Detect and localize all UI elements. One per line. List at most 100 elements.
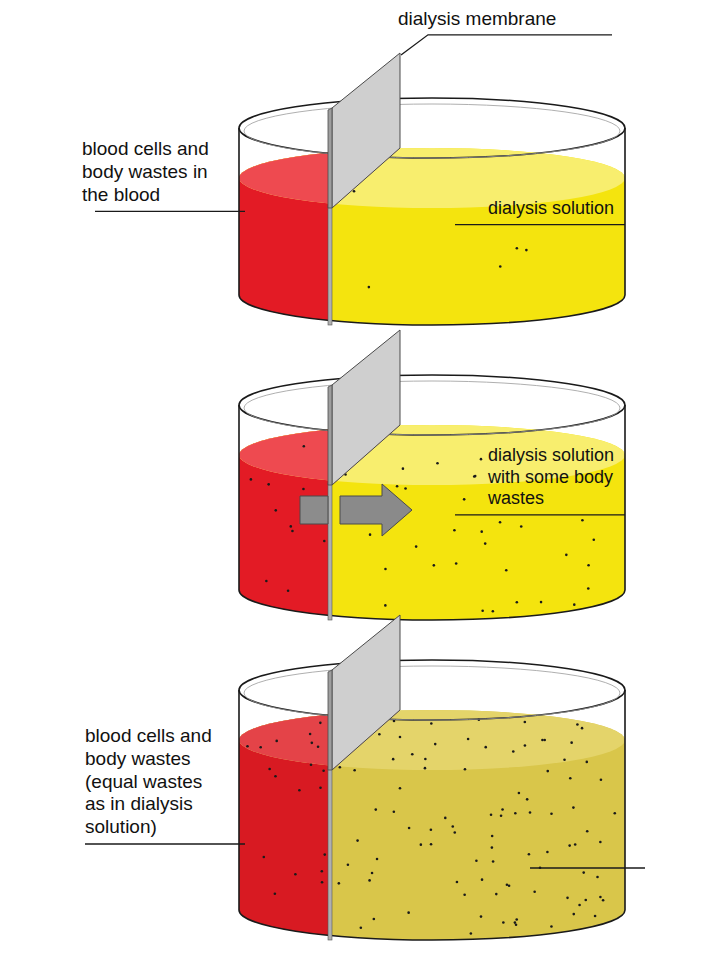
waste-particle	[585, 761, 588, 764]
waste-particle	[369, 533, 372, 536]
waste-particle	[599, 896, 602, 899]
waste-particle	[453, 831, 456, 834]
waste-particle	[499, 521, 502, 524]
waste-particle	[581, 727, 584, 730]
waste-particle	[505, 569, 508, 572]
waste-particle	[402, 467, 405, 470]
leader-line	[95, 211, 245, 212]
waste-particle	[265, 580, 268, 583]
waste-particle	[433, 564, 436, 567]
waste-particle	[250, 478, 253, 481]
waste-particle	[384, 604, 387, 607]
waste-particle	[543, 739, 546, 742]
dialysis-beaker	[239, 53, 625, 325]
waste-particle	[392, 758, 395, 761]
beaker-wall	[239, 690, 625, 940]
waste-particle	[484, 746, 487, 749]
waste-particle	[404, 487, 407, 490]
waste-particle	[268, 768, 271, 771]
waste-particle	[500, 815, 503, 818]
waste-particle	[444, 817, 447, 820]
waste-particle	[353, 190, 356, 193]
waste-particle	[399, 787, 402, 790]
waste-particle	[467, 738, 470, 741]
waste-particle	[259, 746, 262, 749]
leader-line	[85, 843, 245, 844]
waste-particle	[321, 870, 324, 873]
dialysis-membrane	[332, 615, 400, 770]
membrane-edge	[328, 768, 332, 940]
waste-particle	[338, 882, 341, 885]
waste-particle	[474, 475, 477, 478]
membrane-edge	[328, 108, 332, 208]
waste-particle	[322, 769, 325, 772]
blood-surface	[239, 710, 625, 770]
waste-particle	[587, 587, 590, 590]
waste-particle	[484, 542, 487, 545]
waste-particle	[368, 879, 371, 882]
waste-particle	[572, 806, 575, 809]
dialysis-beaker	[239, 615, 625, 940]
waste-particle	[569, 777, 572, 780]
waste-particle	[529, 811, 532, 814]
waste-particle	[274, 892, 277, 895]
waste-particle	[274, 509, 277, 512]
part-label: dialysis membrane	[398, 8, 618, 31]
waste-particle	[514, 921, 517, 924]
waste-particle	[436, 462, 439, 465]
waste-particle	[298, 789, 301, 792]
waste-particle	[463, 894, 466, 897]
waste-particle	[339, 766, 342, 769]
waste-particle	[546, 770, 549, 773]
waste-particle	[491, 846, 494, 849]
beaker-rim-inner	[244, 381, 620, 435]
waste-particle	[319, 786, 322, 789]
waste-particle	[520, 525, 523, 528]
dialysis-solution	[239, 710, 625, 940]
membrane-edge	[328, 483, 332, 620]
leader-line	[455, 514, 625, 515]
dialysis-membrane	[332, 330, 400, 485]
waste-particle	[570, 741, 573, 744]
waste-particle	[541, 739, 544, 742]
waste-particle	[572, 913, 575, 916]
waste-particle	[499, 265, 502, 268]
waste-particle	[480, 530, 483, 533]
waste-particle	[371, 872, 374, 875]
waste-particle	[528, 853, 531, 856]
waste-particle	[586, 830, 589, 833]
waste-particle	[526, 798, 529, 801]
diffusion-arrow	[300, 496, 328, 524]
waste-particle	[533, 890, 536, 893]
waste-particle	[463, 498, 466, 501]
waste-particle	[495, 893, 498, 896]
waste-particle	[550, 812, 553, 815]
waste-particle	[501, 808, 504, 811]
waste-particle	[384, 568, 387, 571]
waste-particle	[581, 519, 584, 522]
waste-particle	[309, 733, 312, 736]
waste-particle	[411, 753, 414, 756]
waste-particle	[455, 562, 458, 565]
waste-particle	[587, 564, 590, 567]
solution-surface	[239, 710, 625, 770]
waste-particle	[376, 858, 379, 861]
waste-particle	[490, 813, 493, 816]
waste-particle	[430, 843, 433, 846]
waste-particle	[576, 723, 579, 726]
membrane-edge	[328, 385, 332, 485]
membrane-edge	[328, 670, 332, 770]
diffusion-arrow	[340, 484, 412, 536]
beaker-wall	[239, 405, 625, 620]
waste-particle	[600, 778, 603, 781]
waste-particle	[578, 904, 581, 907]
waste-particle	[323, 853, 326, 856]
waste-particle	[491, 835, 494, 838]
waste-particle	[602, 899, 605, 902]
waste-particle	[368, 286, 371, 289]
waste-particle	[396, 485, 399, 488]
waste-particle	[294, 873, 297, 876]
waste-particle	[347, 863, 350, 866]
leader-line	[401, 35, 612, 55]
